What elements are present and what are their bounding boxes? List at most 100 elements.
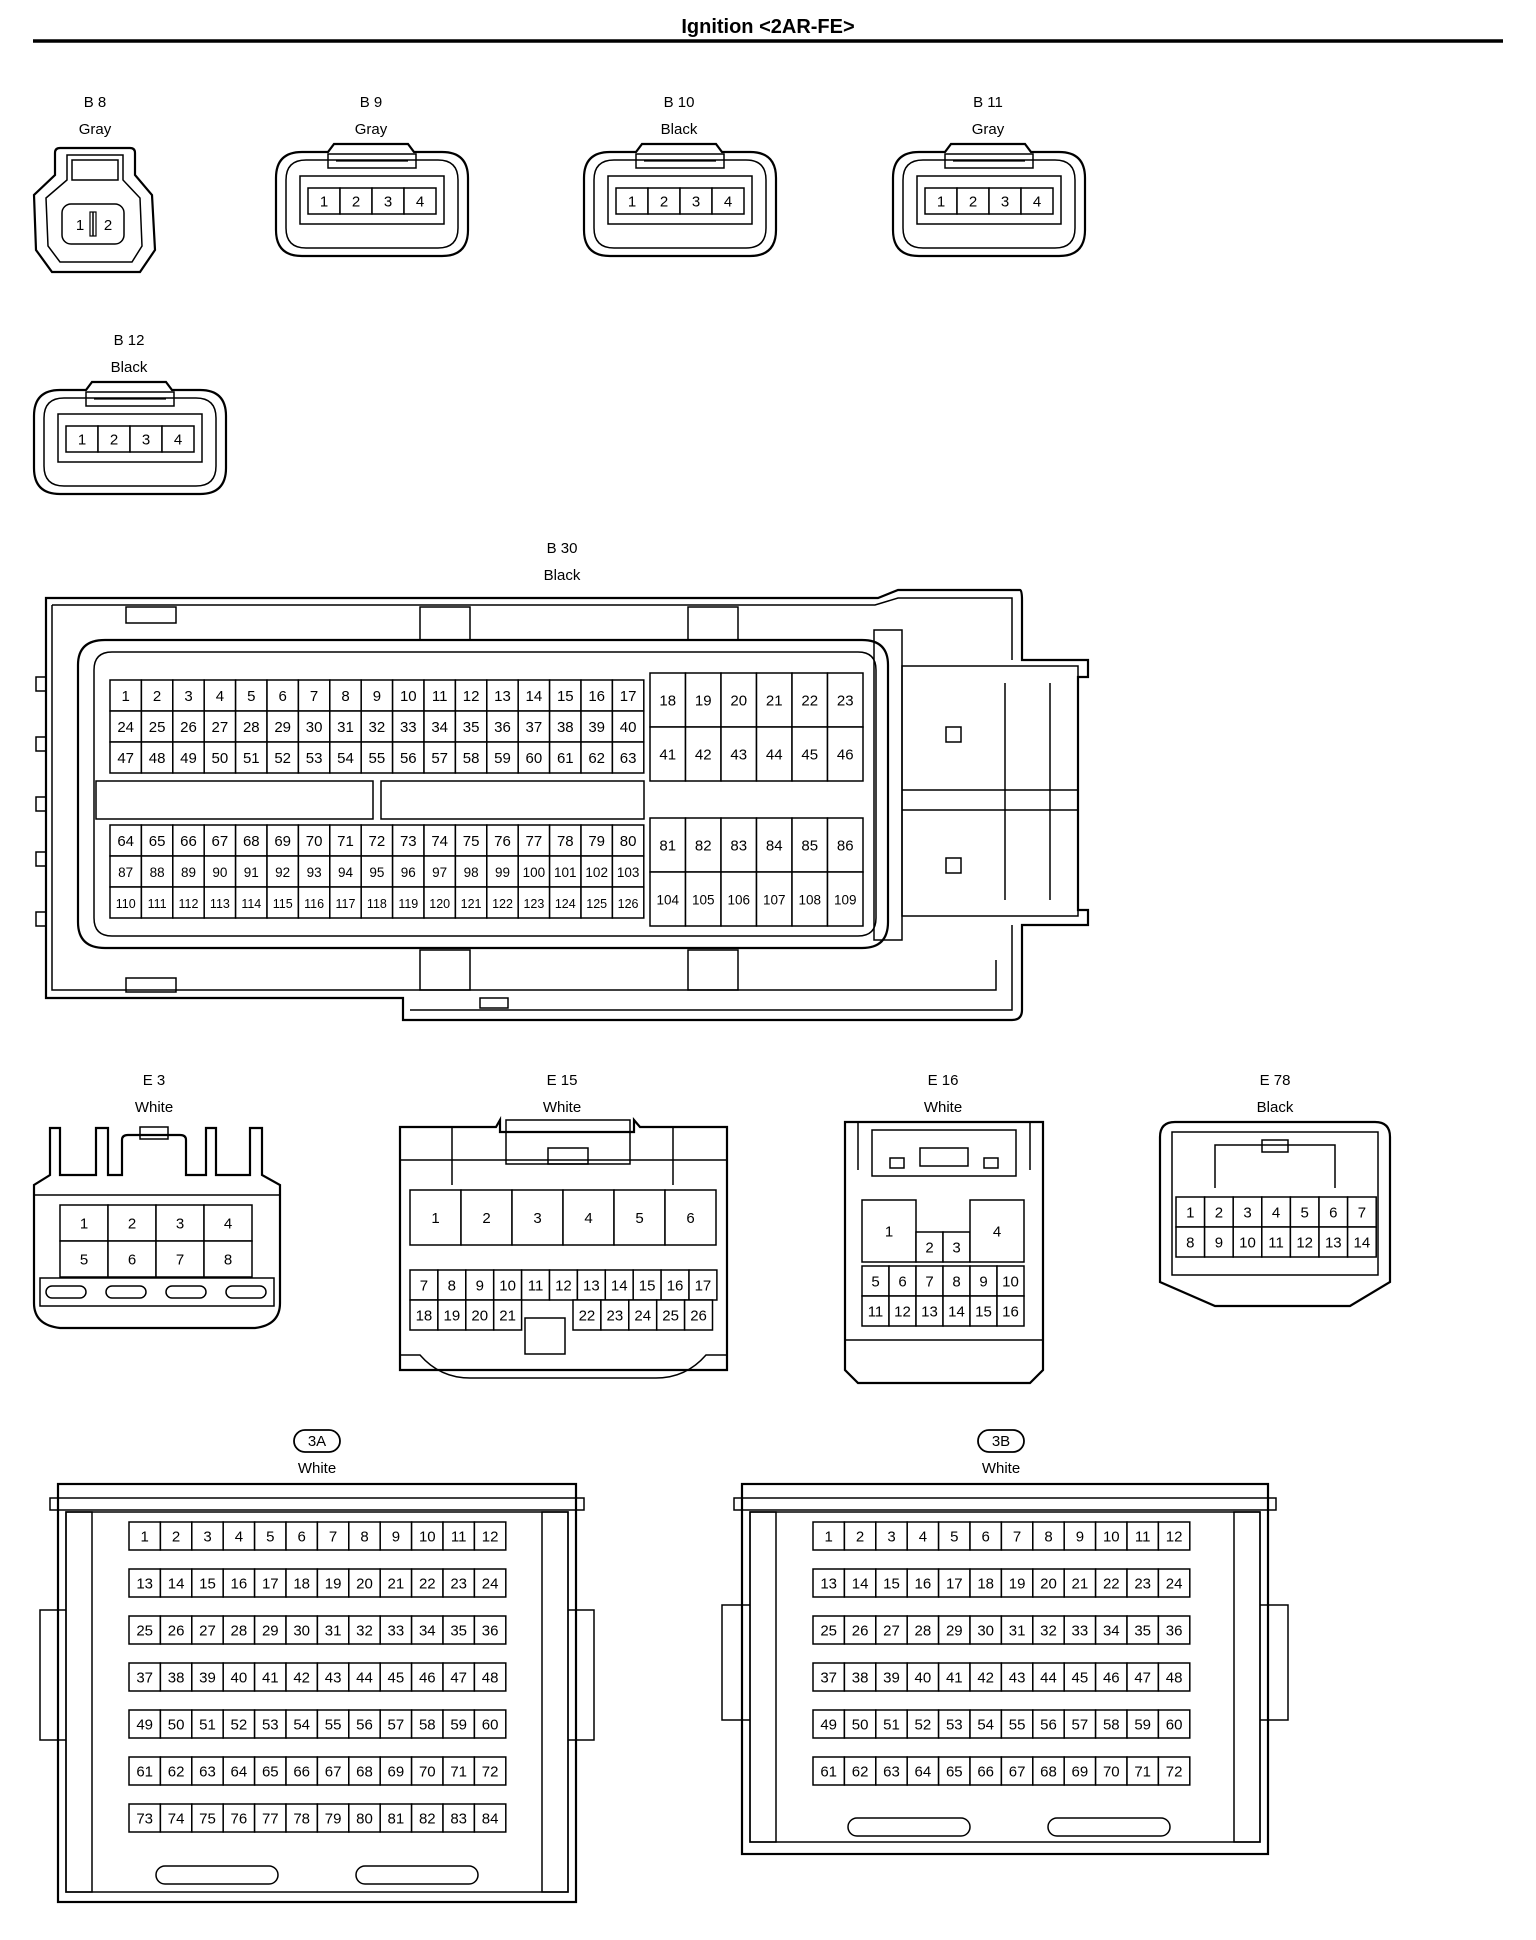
pin-label: 5 xyxy=(1301,1205,1309,1222)
pin-label: 11 xyxy=(1135,1529,1151,1546)
pin-label: 33 xyxy=(1072,1623,1089,1640)
pin-label: 63 xyxy=(199,1764,216,1781)
pin-cell xyxy=(266,679,300,712)
pin-label: 79 xyxy=(325,1811,342,1828)
pin-cell xyxy=(1126,1756,1160,1786)
pin-label: 70 xyxy=(1103,1764,1120,1781)
pin-cell xyxy=(486,855,519,888)
pin-label: 58 xyxy=(1103,1717,1120,1734)
pin-label: 104 xyxy=(656,893,679,908)
pin-cell xyxy=(611,741,645,774)
pin-cell xyxy=(172,886,205,919)
connector-housing xyxy=(721,1482,1289,1856)
pin-cell xyxy=(520,1269,551,1301)
pin-cell xyxy=(348,1756,381,1786)
pin-label: 14 xyxy=(1354,1235,1371,1252)
pin-cell xyxy=(191,1709,224,1739)
connector-color: Gray xyxy=(972,121,1005,138)
pin-cell xyxy=(316,1521,350,1551)
connector-id: B 12 xyxy=(114,332,145,349)
pin-label: 58 xyxy=(463,750,480,767)
pin-cell xyxy=(348,1662,381,1692)
pin-cell xyxy=(812,1709,846,1739)
pin-cell xyxy=(615,187,649,215)
pin-cell xyxy=(473,1568,507,1598)
connector-id: E 15 xyxy=(547,1072,578,1089)
pin-label: 73 xyxy=(400,833,417,850)
pin-label: 4 xyxy=(235,1529,243,1546)
pin-label: 50 xyxy=(168,1717,185,1734)
pin-cell xyxy=(1063,1709,1097,1739)
pin-cell xyxy=(348,1568,381,1598)
pin-label: 13 xyxy=(583,1278,600,1295)
pin-cell xyxy=(379,1521,413,1551)
pin-label: 44 xyxy=(356,1670,373,1687)
pin-cell xyxy=(379,1615,413,1645)
pin-cell xyxy=(285,1615,319,1645)
pin-cell xyxy=(511,1189,564,1246)
pin-label: 119 xyxy=(398,897,418,911)
pin-label: 5 xyxy=(635,1210,643,1227)
pin-label: 5 xyxy=(80,1252,88,1269)
connector-color: Black xyxy=(661,121,698,138)
pin-label: 6 xyxy=(982,1529,990,1546)
pin-cell xyxy=(109,824,143,857)
pin-cell xyxy=(285,1662,319,1692)
pin-label: 15 xyxy=(639,1278,656,1295)
pin-cell xyxy=(755,726,793,782)
pin-cell xyxy=(826,871,864,927)
pin-label: 22 xyxy=(801,693,818,710)
pin-label: 69 xyxy=(274,833,291,850)
pin-cell xyxy=(660,1269,690,1301)
pin-label: 26 xyxy=(180,719,197,736)
pin-cell xyxy=(826,672,864,728)
pin-cell xyxy=(812,1568,846,1598)
pin-cell xyxy=(437,1299,467,1331)
pin-cell xyxy=(253,1662,287,1692)
pin-cell xyxy=(720,871,758,927)
pin-label: 71 xyxy=(1134,1764,1151,1781)
pin-label: 49 xyxy=(820,1717,837,1734)
pin-label: 20 xyxy=(471,1308,488,1325)
pin-cell xyxy=(65,425,99,453)
pin-label: 6 xyxy=(1329,1205,1337,1222)
pin-cell xyxy=(203,855,237,888)
pin-label: 51 xyxy=(243,750,260,767)
pin-label: 53 xyxy=(306,750,323,767)
pin-label: 1 xyxy=(825,1529,833,1546)
pin-cell xyxy=(423,886,457,919)
pin-cell xyxy=(266,741,300,774)
pin-label: 96 xyxy=(401,865,416,880)
pin-label: 65 xyxy=(262,1764,279,1781)
pin-label: 55 xyxy=(325,1717,342,1734)
pin-label: 50 xyxy=(852,1717,869,1734)
pin-label: 37 xyxy=(526,719,543,736)
pin-label: 5 xyxy=(950,1529,958,1546)
pin-cell xyxy=(548,886,582,919)
pin-label: 2 xyxy=(482,1210,490,1227)
pin-cell xyxy=(1094,1568,1128,1598)
pin-cell xyxy=(843,1568,877,1598)
connector-color: White xyxy=(298,1460,336,1477)
pin-label: 38 xyxy=(852,1670,869,1687)
pin-cell xyxy=(379,1709,413,1739)
pin-label: 2 xyxy=(153,688,161,705)
pin-label: 7 xyxy=(925,1274,933,1291)
pin-label: 2 xyxy=(104,217,112,234)
pin-cell xyxy=(348,1709,381,1739)
pin-cell xyxy=(442,1615,476,1645)
pin-cell xyxy=(410,1521,444,1551)
pin-label: 47 xyxy=(1134,1670,1151,1687)
pin-cell xyxy=(1346,1226,1377,1258)
pin-label: 106 xyxy=(727,893,750,908)
pin-label: 78 xyxy=(293,1811,310,1828)
pin-label: 24 xyxy=(482,1576,499,1593)
pin-label: 43 xyxy=(730,747,747,764)
pin-cell xyxy=(988,187,1022,215)
pin-cell xyxy=(155,1204,205,1242)
pin-cell xyxy=(1175,1196,1206,1228)
pin-cell xyxy=(683,1299,714,1331)
connector-id: 3B xyxy=(992,1433,1010,1450)
